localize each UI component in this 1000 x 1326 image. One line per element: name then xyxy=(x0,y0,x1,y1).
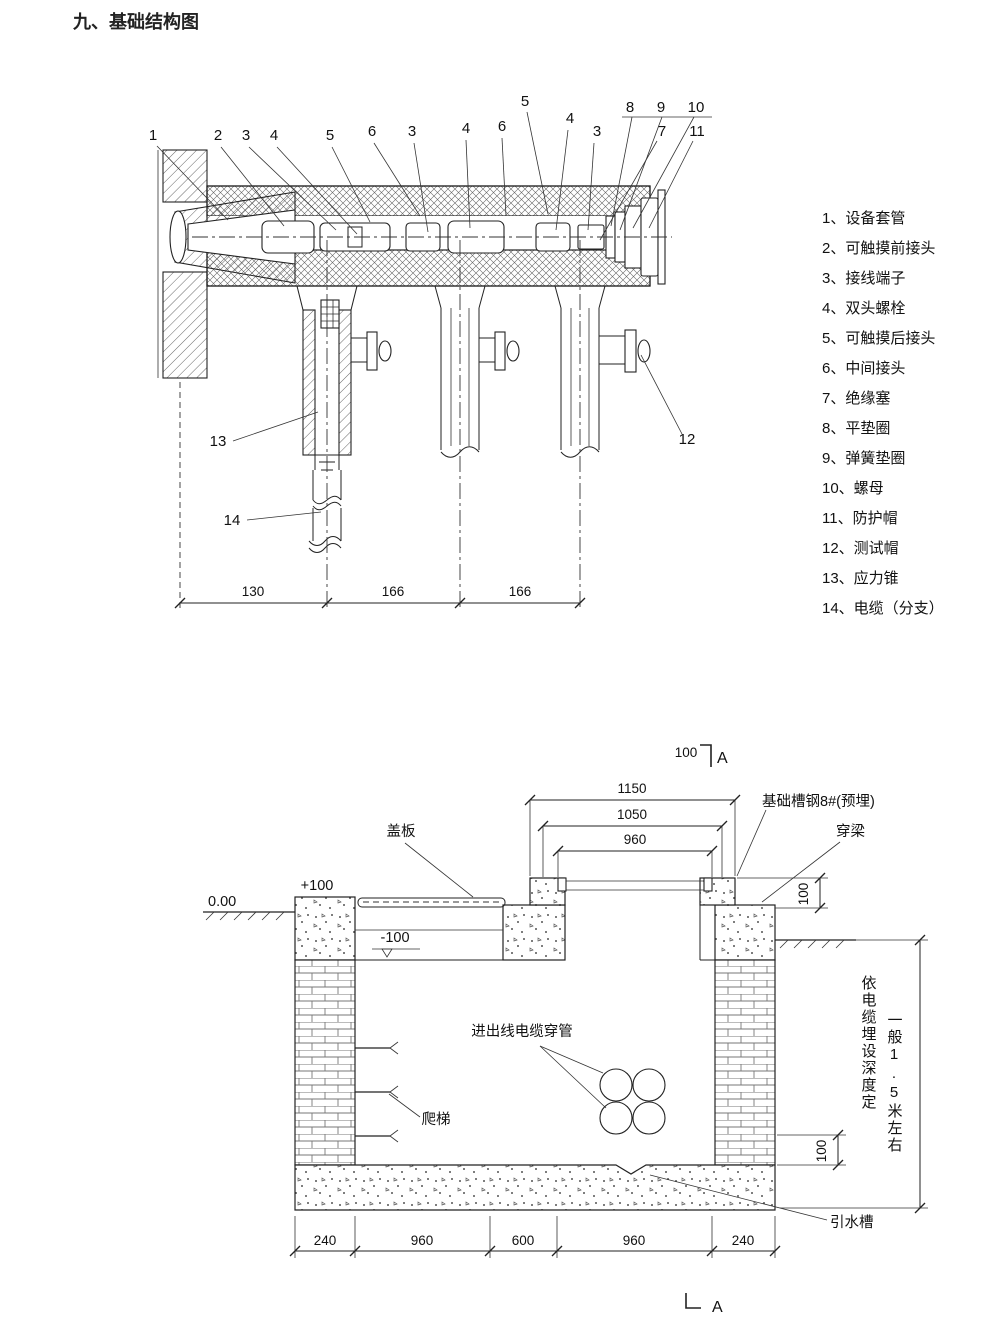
ground-right xyxy=(775,939,856,949)
callout-13: 13 xyxy=(210,433,227,450)
dim-1150: 1150 xyxy=(617,781,646,796)
ladder-rungs xyxy=(355,1041,399,1143)
callout-2: 2 xyxy=(214,127,222,144)
callout-3b: 3 xyxy=(408,123,416,140)
dim-240a: 240 xyxy=(314,1233,337,1248)
bottom-dimensions: 240 960 600 960 240 xyxy=(289,1216,781,1258)
bottom-drawing: 0.00 +100 盖板 -100 xyxy=(203,744,928,1316)
wall-hatch xyxy=(157,149,208,379)
top-dimensions: 130 166 166 xyxy=(174,584,586,609)
legend-item-12: 12、测试帽 xyxy=(822,540,899,557)
dim-100-a: 100 xyxy=(675,745,698,760)
channel-steel-left xyxy=(557,877,567,892)
legend-item-1: 1、设备套管 xyxy=(822,210,905,227)
callout-leaders xyxy=(156,111,712,521)
dim-960b: 960 xyxy=(623,1233,646,1248)
callout-3c: 3 xyxy=(593,123,601,140)
legend-item-7: 7、绝缘塞 xyxy=(822,389,890,407)
callout-5a: 5 xyxy=(326,127,334,144)
curb-height-dim: 100 xyxy=(737,872,828,914)
legend-item-11: 11、防护帽 xyxy=(822,510,898,527)
callout-3a: 3 xyxy=(242,127,250,144)
callout-6a: 6 xyxy=(368,123,376,140)
callout-4a: 4 xyxy=(270,127,278,144)
conduit-circles xyxy=(599,1068,666,1135)
connectors xyxy=(261,220,605,254)
slab-dim: 100 xyxy=(777,1129,846,1171)
opening-dimensions: 1150 1050 960 xyxy=(524,781,741,877)
callout-6b: 6 xyxy=(498,118,506,135)
legend-item-14: 14、电缆（分支） xyxy=(822,600,944,617)
callout-4b: 4 xyxy=(462,120,470,137)
callout-9: 9 xyxy=(657,99,665,116)
section-marker-top: 100 A xyxy=(675,744,728,767)
center-lines xyxy=(179,236,672,608)
drain-label: 引水槽 xyxy=(830,1214,874,1231)
section-letter-top: A xyxy=(717,750,728,767)
callout-numbers: 1 2 3 4 5 6 3 4 6 5 4 3 8 9 10 7 11 13 1… xyxy=(149,93,705,529)
dim-130: 130 xyxy=(242,584,265,599)
legend-item-6: 6、中间接头 xyxy=(822,360,905,377)
legend-item-8: 8、平垫圈 xyxy=(822,420,890,437)
clamp-1 xyxy=(351,331,392,371)
top-drawing: 1 2 3 4 5 6 3 4 6 5 4 3 8 9 10 7 11 13 1… xyxy=(149,93,712,609)
section-letter-bottom: A xyxy=(712,1299,723,1316)
level-minus-marker: -100 xyxy=(372,930,420,958)
level-minus: -100 xyxy=(380,930,409,946)
legend-item-4: 4、双头螺栓 xyxy=(822,300,905,317)
pit-right-wall xyxy=(714,959,776,1166)
legend-item-13: 13、应力锥 xyxy=(822,569,899,587)
dim-166b: 166 xyxy=(509,584,532,599)
conduit-label: 进出线电缆穿管 xyxy=(471,1023,573,1040)
channel-steel-label: 基础槽钢8#(预埋) xyxy=(762,793,875,810)
ladder-label: 爬梯 xyxy=(422,1111,451,1128)
callout-7: 7 xyxy=(658,123,666,140)
page-title: 九、基础结构图 xyxy=(72,11,199,32)
clamp-2 xyxy=(479,331,520,371)
cover-plate-label: 盖板 xyxy=(387,822,416,840)
concrete-collar-left xyxy=(294,896,356,961)
dim-600: 600 xyxy=(512,1233,535,1248)
base-slab xyxy=(294,1164,776,1211)
section-marker-bottom: A xyxy=(685,1293,723,1316)
depth-note-1: 依电缆埋设深度定 xyxy=(860,975,877,1111)
dim-166a: 166 xyxy=(382,584,405,599)
depth-note-2: 一般1.5米左右 xyxy=(886,1012,903,1154)
callout-11: 11 xyxy=(689,123,705,140)
callout-5b: 5 xyxy=(521,93,529,110)
legend-item-5: 5、可触摸后接头 xyxy=(822,330,935,347)
level-zero: 0.00 xyxy=(208,894,236,910)
depth-dim: 依电缆埋设深度定 一般1.5米左右 xyxy=(780,934,928,1214)
beam-label: 穿梁 xyxy=(836,823,865,840)
callout-10: 10 xyxy=(688,99,705,116)
dim-960a: 960 xyxy=(411,1233,434,1248)
legend-item-9: 9、弹簧垫圈 xyxy=(822,450,905,467)
legend-item-10: 10、螺母 xyxy=(822,480,884,497)
clamp-3 xyxy=(599,329,651,373)
dim-100-curb: 100 xyxy=(796,883,811,906)
callout-8: 8 xyxy=(626,99,634,116)
extension-1 xyxy=(296,285,358,553)
legend-item-3: 3、接线端子 xyxy=(822,270,905,287)
concrete-block-mid xyxy=(502,904,566,961)
callout-1: 1 xyxy=(149,127,157,144)
channel-steel-right xyxy=(703,877,713,892)
level-plus: +100 xyxy=(301,878,334,894)
callout-4c: 4 xyxy=(566,110,574,127)
concrete-collar-right xyxy=(714,904,776,961)
legend-item-2: 2、可触摸前接头 xyxy=(822,240,935,257)
dim-960-top: 960 xyxy=(624,832,647,847)
pit-left-wall xyxy=(294,959,356,1166)
callout-14: 14 xyxy=(224,512,241,529)
legend: 1、设备套管 2、可触摸前接头 3、接线端子 4、双头螺栓 5、可触摸后接头 6… xyxy=(822,210,944,617)
dim-240b: 240 xyxy=(732,1233,755,1248)
ground-left: 0.00 xyxy=(203,894,295,921)
dim-100-slab: 100 xyxy=(814,1140,829,1163)
dim-1050: 1050 xyxy=(617,807,647,822)
cover-plate xyxy=(357,897,506,908)
callout-12: 12 xyxy=(679,431,696,448)
